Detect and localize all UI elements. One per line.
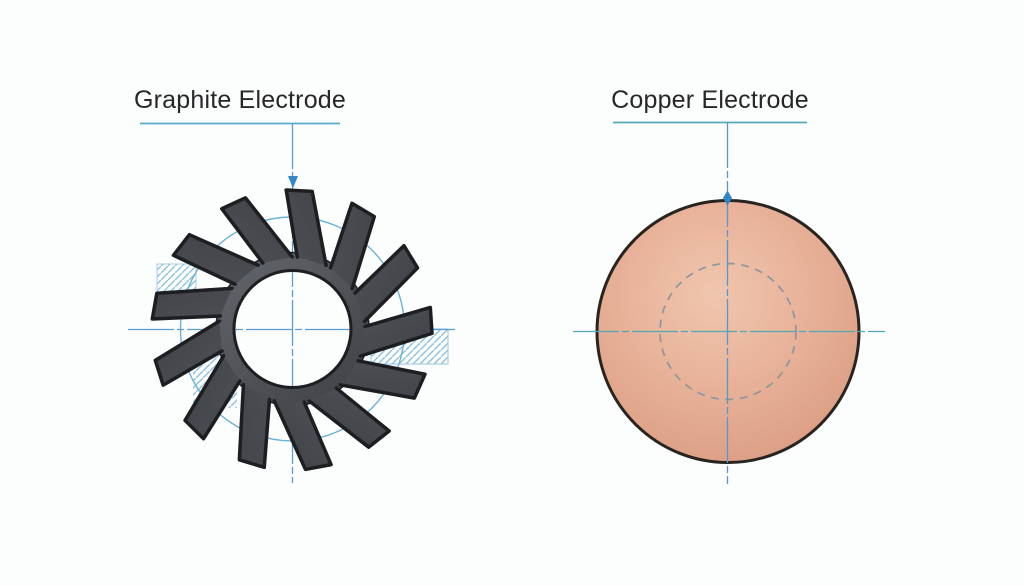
gear-ring (216, 253, 369, 405)
hatch-region-left-top (156, 263, 197, 294)
copper-electrode-label: Copper Electrode (611, 86, 809, 114)
copper-electrode-view (573, 121, 885, 484)
gear-bore-edge (232, 269, 353, 389)
graphite-electrode-view (128, 122, 455, 483)
graphite-electrode-label: Graphite Electrode (133, 86, 347, 114)
gear-body (145, 182, 438, 475)
leader-arrowhead-icon (288, 176, 298, 188)
gear-teeth (145, 182, 438, 475)
datum-diamond-icon (723, 190, 732, 206)
